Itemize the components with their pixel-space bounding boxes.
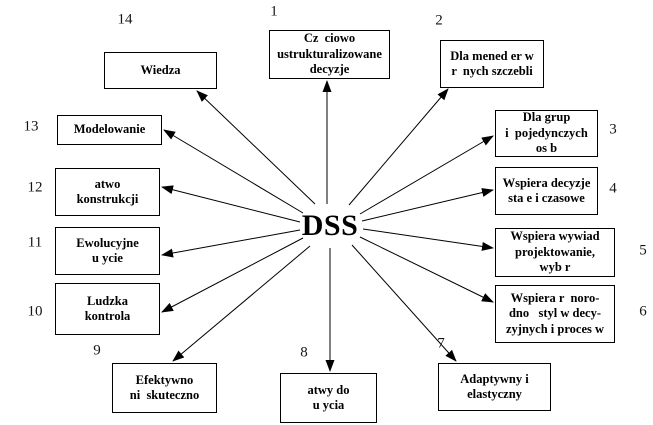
- arrow-dss-to-14: [196, 90, 316, 205]
- node-label-8: atwy do u ycia: [307, 382, 350, 413]
- node-box-1: Cz ciowo ustrukturalizowane decyzje: [269, 30, 390, 79]
- arrow-dss-to-13: [163, 129, 304, 214]
- node-number-10: 10: [27, 303, 43, 320]
- node-label-11: Ewolucyjne u ycie: [76, 235, 139, 266]
- node-label-9: Efektywno ni skuteczno: [129, 372, 200, 403]
- node-box-9: Efektywno ni skuteczno: [112, 363, 217, 413]
- node-box-14: Wiedza: [104, 52, 217, 89]
- node-label-10: Ludzka kontrola: [84, 293, 131, 324]
- node-label-14: Wiedza: [140, 62, 181, 77]
- arrow-dss-to-2: [348, 88, 449, 206]
- node-label-1: Cz ciowo ustrukturalizowane decyzje: [277, 31, 382, 77]
- node-box-2: Dla mened er w r nych szczebli: [440, 40, 544, 88]
- node-number-5: 5: [639, 242, 647, 259]
- node-number-1: 1: [270, 3, 278, 20]
- node-label-12: atwo konstrukcji: [76, 176, 139, 207]
- arrow-dss-to-12: [161, 185, 301, 223]
- node-number-11: 11: [27, 234, 43, 251]
- node-box-5: Wspiera wywiad projektowanie, wyb r: [495, 228, 615, 277]
- arrow-dss-to-10: [161, 237, 304, 313]
- arrow-dss-to-3: [359, 135, 494, 215]
- arrow-dss-to-6: [359, 236, 494, 303]
- node-label-13: Modelowanie: [73, 122, 146, 137]
- node-number-13: 13: [23, 118, 39, 135]
- arrow-dss-to-5: [362, 228, 494, 251]
- node-number-12: 12: [27, 179, 43, 196]
- node-number-14: 14: [117, 11, 133, 28]
- node-label-4: Wspiera decyzje sta e i czasowe: [502, 175, 591, 206]
- node-label-6: Wspiera r noro- dno styl w decy- zyjnych…: [505, 290, 605, 336]
- node-number-8: 8: [300, 344, 308, 361]
- node-box-10: Ludzka kontrola: [55, 283, 160, 335]
- node-label-2: Dla mened er w r nych szczebli: [450, 48, 534, 79]
- node-number-2: 2: [435, 12, 443, 29]
- node-box-7: Adaptywny i elastyczny: [438, 363, 551, 411]
- arrow-dss-to-4: [361, 188, 494, 222]
- node-label-7: Adaptywny i elastyczny: [460, 371, 529, 402]
- node-box-11: Ewolucyjne u ycie: [55, 227, 160, 275]
- arrow-dss-to-11: [161, 229, 301, 258]
- node-box-8: atwy do u ycia: [280, 373, 377, 423]
- node-number-6: 6: [639, 303, 647, 320]
- node-box-12: atwo konstrukcji: [55, 168, 160, 216]
- node-number-3: 3: [609, 121, 617, 138]
- node-number-7: 7: [437, 335, 445, 352]
- arrow-dss-to-9: [172, 245, 311, 362]
- node-box-3: Dla grup i pojedynczych os b: [495, 110, 598, 157]
- node-number-9: 9: [93, 342, 101, 359]
- node-number-4: 4: [609, 180, 617, 197]
- node-box-13: Modelowanie: [57, 115, 162, 145]
- dss-center-label: DSS: [299, 209, 361, 243]
- node-box-6: Wspiera r noro- dno styl w decy- zyjnych…: [495, 285, 615, 343]
- node-label-3: Dla grup i pojedynczych os b: [505, 110, 588, 156]
- node-label-5: Wspiera wywiad projektowanie, wyb r: [510, 229, 600, 275]
- node-box-4: Wspiera decyzje sta e i czasowe: [495, 167, 598, 215]
